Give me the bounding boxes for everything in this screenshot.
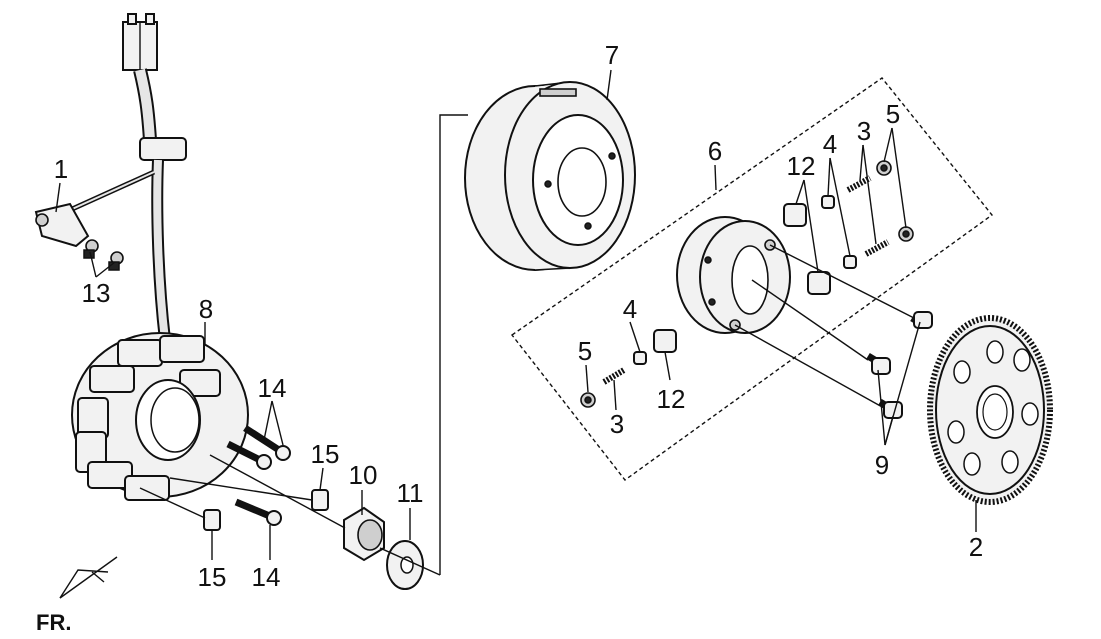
wire-harness bbox=[68, 68, 187, 341]
screws-14 bbox=[226, 425, 291, 526]
label-part-15-lower: 15 bbox=[198, 562, 227, 592]
callout-leaders bbox=[55, 69, 977, 560]
rollers-12 bbox=[653, 203, 831, 353]
screws-13 bbox=[83, 239, 124, 271]
caps-5 bbox=[580, 160, 914, 408]
label-part-5-lower: 5 bbox=[578, 336, 592, 366]
direction-arrow bbox=[59, 556, 118, 599]
starter-gear bbox=[927, 315, 1053, 505]
label-part-14-lower: 14 bbox=[252, 562, 281, 592]
rotor-flywheel bbox=[464, 81, 636, 271]
label-part-14-upper: 14 bbox=[258, 373, 287, 403]
label-part-11: 11 bbox=[397, 478, 424, 508]
label-part-4-upper: 4 bbox=[823, 129, 837, 159]
label-part-8: 8 bbox=[199, 294, 213, 324]
flange-nut bbox=[343, 506, 385, 562]
rotor-bracket-line bbox=[439, 114, 468, 575]
direction-label: FR. bbox=[36, 610, 71, 635]
label-part-15-upper: 15 bbox=[311, 439, 340, 469]
connector-plug bbox=[122, 13, 158, 71]
dowels-15 bbox=[203, 489, 329, 531]
label-part-4-lower: 4 bbox=[623, 294, 637, 324]
pickup-coil bbox=[34, 202, 90, 248]
label-part-3-lower: 3 bbox=[610, 409, 624, 439]
stator bbox=[71, 332, 249, 501]
callout-labels: 1 13 8 14 14 15 15 10 11 7 6 12 12 4 4 3… bbox=[36, 40, 983, 635]
label-part-6: 6 bbox=[708, 136, 722, 166]
label-part-5-upper: 5 bbox=[886, 99, 900, 129]
washer bbox=[386, 540, 424, 590]
label-part-12-upper: 12 bbox=[787, 151, 816, 181]
label-part-2: 2 bbox=[969, 532, 983, 562]
label-part-1: 1 bbox=[54, 154, 68, 184]
label-part-3-upper: 3 bbox=[857, 116, 871, 146]
label-part-12-lower: 12 bbox=[657, 384, 686, 414]
wire-clamp bbox=[139, 137, 187, 161]
label-part-10: 10 bbox=[349, 460, 378, 490]
label-part-9: 9 bbox=[875, 450, 889, 480]
starter-clutch bbox=[676, 216, 791, 334]
starter-clutch-boundary bbox=[510, 77, 994, 481]
bolts-9 bbox=[866, 311, 933, 419]
leader-lines-left bbox=[139, 454, 441, 576]
label-part-13: 13 bbox=[82, 278, 111, 308]
label-part-7: 7 bbox=[605, 40, 619, 70]
springs-3 bbox=[602, 175, 890, 385]
leader-lines-clutch bbox=[734, 244, 915, 409]
